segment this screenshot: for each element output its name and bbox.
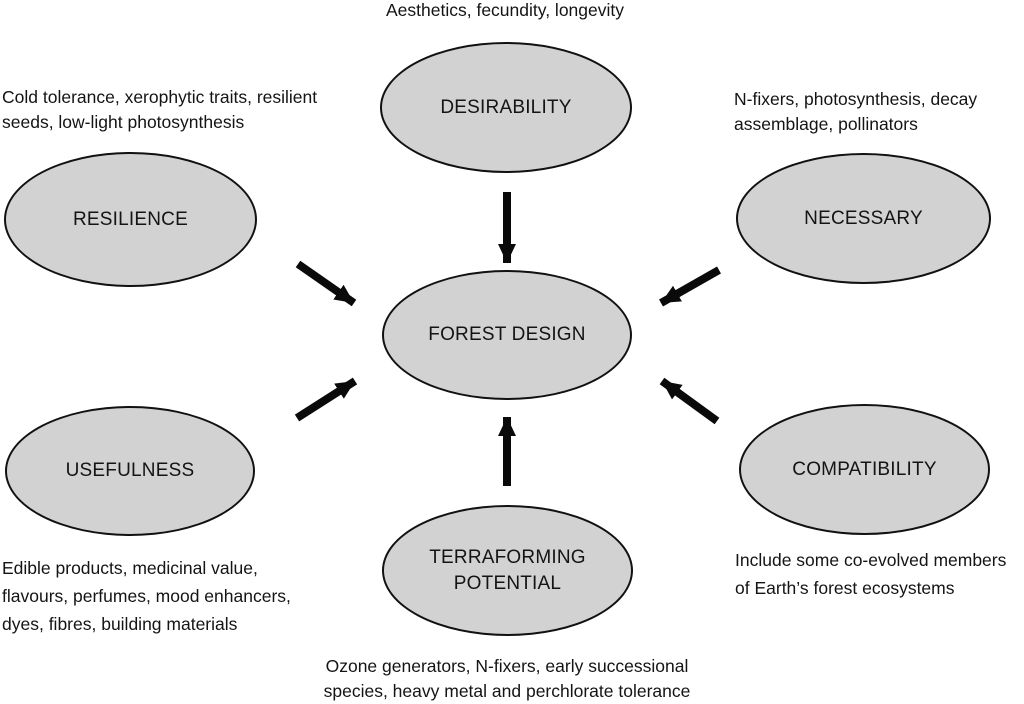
arrow-necessary-to-center: [659, 266, 721, 307]
annotation-usefulness: Edible products, medicinal value, flavou…: [2, 554, 291, 638]
node-resilience: RESILIENCE: [4, 152, 257, 287]
arrow-usefulness-to-center: [294, 377, 358, 422]
annotation-line: species, heavy metal and perchlorate tol…: [323, 681, 691, 701]
node-desirability-label: DESIRABILITY: [440, 96, 572, 118]
annotation-line: Include some co-evolved members: [735, 550, 1007, 570]
annotation-line: flavours, perfumes, mood enhancers,: [2, 586, 291, 606]
node-usefulness: USEFULNESS: [5, 406, 255, 536]
annotation-line: of Earth’s forest ecosystems: [735, 578, 955, 598]
node-terraforming-potential-label: TERRAFORMING POTENTIAL: [429, 547, 586, 594]
node-forest-design-label: FOREST DESIGN: [428, 324, 586, 346]
node-resilience-label: RESILIENCE: [73, 208, 188, 230]
node-compatibility-label: COMPATIBILITY: [792, 458, 937, 480]
node-usefulness-label: USEFULNESS: [65, 460, 195, 482]
node-necessary: NECESSARY: [736, 153, 991, 284]
node-necessary-label: NECESSARY: [804, 207, 923, 229]
annotation-line: Aesthetics, fecundity, longevity: [386, 0, 624, 20]
arrow-compatibility-to-center: [659, 377, 720, 425]
annotation-desirability: Aesthetics, fecundity, longevity: [305, 0, 705, 23]
annotation-line: seeds, low-light photosynthesis: [2, 112, 245, 132]
node-forest-design: FOREST DESIGN: [382, 270, 632, 400]
annotation-line: assemblage, pollinators: [734, 114, 918, 134]
annotation-line: N-fixers, photosynthesis, decay: [734, 89, 978, 109]
annotation-terraforming: Ozone generators, N-fixers, early succes…: [282, 654, 732, 704]
annotation-line: Ozone generators, N-fixers, early succes…: [325, 656, 689, 676]
annotation-necessary: N-fixers, photosynthesis, decay assembla…: [734, 87, 977, 137]
annotation-compatibility: Include some co-evolved members of Earth…: [735, 546, 1006, 602]
annotation-line: dyes, fibres, building materials: [2, 614, 238, 634]
node-compatibility: COMPATIBILITY: [739, 404, 990, 535]
arrow-resilience-to-center: [295, 260, 357, 307]
annotation-line: Cold tolerance, xerophytic traits, resil…: [2, 87, 318, 107]
annotation-resilience: Cold tolerance, xerophytic traits, resil…: [2, 85, 317, 135]
node-desirability: DESIRABILITY: [380, 42, 632, 173]
node-terraforming-potential: TERRAFORMING POTENTIAL: [382, 505, 633, 636]
annotation-line: Edible products, medicinal value,: [2, 558, 258, 578]
